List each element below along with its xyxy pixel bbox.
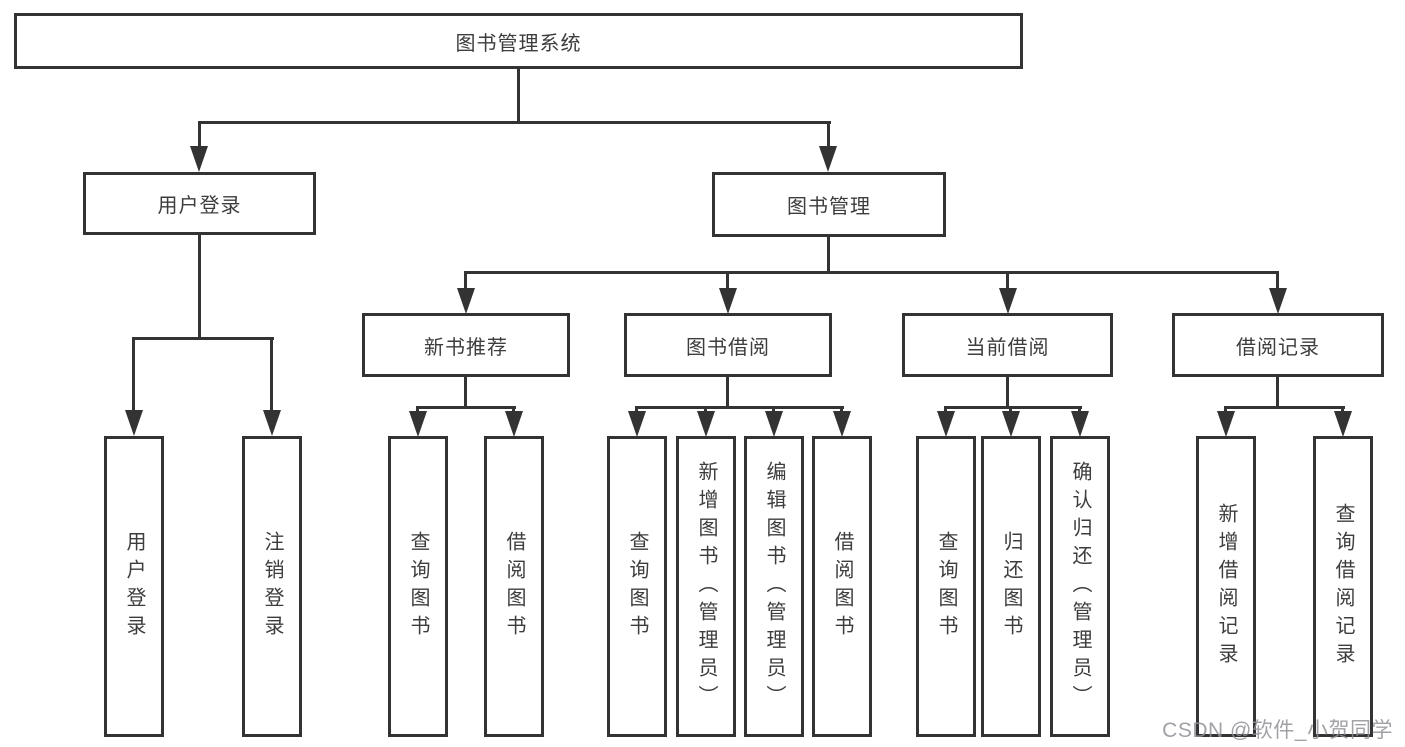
node-current-borrow-label: 当前借阅 (965, 336, 1050, 359)
connector-book-borrow-stem (726, 271, 729, 293)
leaf-logout: 注销登录 (242, 436, 302, 737)
connector-level2-horizontal (199, 121, 831, 124)
node-user-login-label: 用户登录 (157, 195, 242, 217)
connector-current-borrow-split (945, 406, 1082, 409)
connector-leaf-logout-stem (270, 337, 273, 412)
node-user-login: 用户登录 (83, 172, 316, 235)
leaf-user-login-label: 用户登录 (123, 530, 145, 643)
leaf-current-query: 查询图书 (916, 436, 976, 737)
arrowhead-book-borrow (719, 288, 737, 314)
leaf-new-book-query: 查询图书 (388, 436, 448, 737)
connector-root-stem (517, 68, 520, 121)
leaf-current-query-label: 查询图书 (935, 530, 957, 643)
connector-current-borrow-down (1006, 377, 1009, 409)
connector-user-login-down (198, 235, 201, 337)
leaf-borrow-add-book: 新增图书（管理员） (676, 436, 736, 737)
arrowhead-leaf-br1 (1217, 411, 1235, 437)
connector-new-book-down (464, 377, 467, 409)
connector-current-borrow-stem (1006, 271, 1009, 293)
connector-leaf-login-stem (132, 337, 135, 412)
connector-book-borrow-down (726, 377, 729, 409)
node-book-mgmt: 图书管理 (712, 172, 946, 237)
arrowhead-leaf-nb1 (409, 411, 427, 437)
leaf-borrow-add-book-label: 新增图书（管理员） (695, 460, 717, 713)
leaf-borrow-edit-book: 编辑图书（管理员） (744, 436, 804, 737)
csdn-watermark: CSDN @软件_小贺同学 (1162, 719, 1393, 742)
arrowhead-leaf-cb3 (1071, 411, 1089, 437)
leaf-query-borrow-record-label: 查询借阅记录 (1332, 502, 1354, 671)
arrowhead-leaf-br2 (1334, 411, 1352, 437)
node-borrow-records: 借阅记录 (1172, 313, 1384, 377)
connector-book-mgmt-down (827, 237, 830, 273)
connector-borrow-records-split (1225, 406, 1345, 409)
node-book-borrow-label: 图书借阅 (686, 336, 770, 359)
node-new-book: 新书推荐 (362, 313, 570, 377)
node-book-borrow: 图书借阅 (624, 313, 832, 377)
leaf-logout-label: 注销登录 (261, 530, 283, 643)
connector-borrow-records-stem (1276, 271, 1279, 293)
connector-user-login-stem (198, 121, 201, 149)
arrowhead-leaf-logout (263, 410, 281, 436)
leaf-borrow-book: 借阅图书 (812, 436, 872, 737)
arrowhead-leaf-cb2 (1002, 411, 1020, 437)
leaf-new-book-query-label: 查询图书 (407, 530, 429, 643)
arrowhead-leaf-bb1 (628, 411, 646, 437)
leaf-borrow-edit-book-label: 编辑图书（管理员） (763, 460, 785, 713)
arrowhead-current-borrow (999, 288, 1017, 314)
leaf-query-borrow-record: 查询借阅记录 (1313, 436, 1373, 737)
arrowhead-book-mgmt (819, 146, 837, 172)
arrowhead-leaf-bb4 (833, 411, 851, 437)
leaf-confirm-return-label: 确认归还（管理员） (1069, 460, 1091, 713)
arrowhead-leaf-nb2 (505, 411, 523, 437)
leaf-new-book-borrow: 借阅图书 (484, 436, 544, 737)
node-borrow-records-label: 借阅记录 (1236, 336, 1320, 359)
connector-new-book-stem (464, 271, 467, 293)
leaf-borrow-query-label: 查询图书 (626, 530, 648, 643)
leaf-borrow-query: 查询图书 (607, 436, 667, 737)
connector-book-borrow-split (636, 406, 844, 409)
arrowhead-leaf-login (125, 410, 143, 436)
leaf-borrow-book-label: 借阅图书 (831, 530, 853, 643)
arrowhead-leaf-cb1 (937, 411, 955, 437)
leaf-add-borrow-record-label: 新增借阅记录 (1215, 502, 1237, 671)
node-new-book-label: 新书推荐 (424, 336, 508, 359)
connector-user-login-split (133, 337, 274, 340)
connector-book-mgmt-stem (827, 121, 830, 149)
arrowhead-user-login (190, 146, 208, 172)
leaf-confirm-return: 确认归还（管理员） (1050, 436, 1110, 737)
connector-level3-horizontal (465, 271, 1279, 274)
node-root: 图书管理系统 (14, 13, 1023, 69)
leaf-new-book-borrow-label: 借阅图书 (503, 530, 525, 643)
connector-borrow-records-down (1276, 377, 1279, 409)
node-book-mgmt-label: 图书管理 (787, 196, 871, 218)
arrowhead-leaf-bb3 (765, 411, 783, 437)
node-current-borrow: 当前借阅 (902, 313, 1113, 377)
arrowhead-new-book (457, 288, 475, 314)
leaf-return-book: 归还图书 (981, 436, 1041, 737)
node-root-label: 图书管理系统 (455, 32, 582, 55)
arrowhead-borrow-records (1269, 288, 1287, 314)
arrowhead-leaf-bb2 (697, 411, 715, 437)
leaf-add-borrow-record: 新增借阅记录 (1196, 436, 1256, 737)
connector-new-book-split (417, 406, 516, 409)
leaf-user-login: 用户登录 (104, 436, 164, 737)
leaf-return-book-label: 归还图书 (1000, 530, 1022, 643)
